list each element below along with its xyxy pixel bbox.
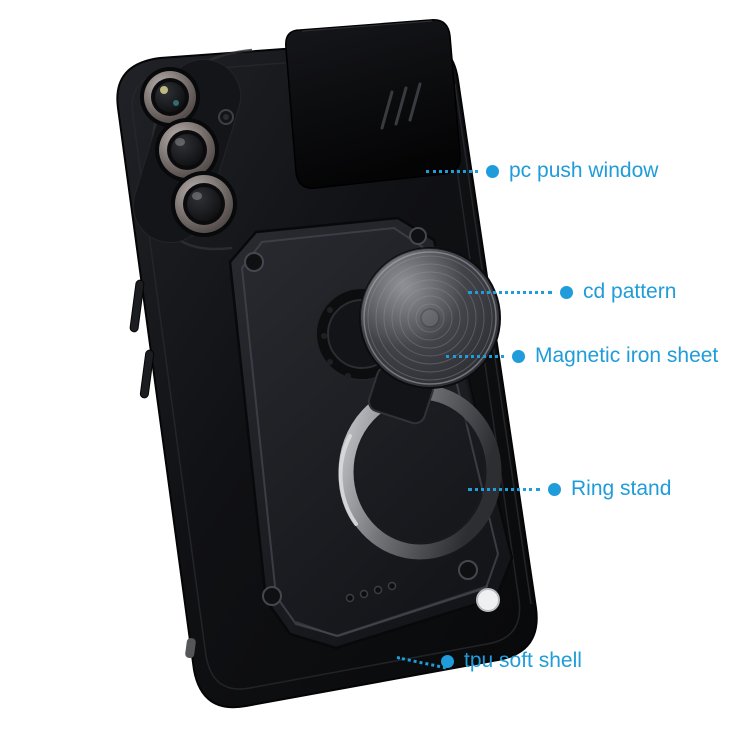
callout-ring-stand: Ring stand	[468, 476, 671, 502]
callout-dot	[548, 482, 561, 496]
callout-label: cd pattern	[583, 280, 677, 303]
camera-flash	[218, 109, 234, 125]
callout-pc-push-window: pc push window	[426, 158, 658, 184]
slide-cover	[285, 19, 461, 189]
camera-lens	[140, 67, 200, 127]
power-button	[139, 349, 155, 399]
callout-label: pc push window	[509, 159, 659, 182]
volume-button	[129, 279, 145, 333]
camera-module	[132, 58, 242, 244]
camera-lens	[171, 171, 237, 237]
callout-label: Ring stand	[571, 477, 672, 500]
case-hole	[476, 588, 500, 612]
callout-tpu-soft-shell: tpu soft shell	[441, 648, 582, 674]
vent-holes	[345, 581, 397, 603]
callout-dot	[512, 349, 525, 363]
screws	[244, 227, 478, 606]
cd-pattern-disc	[359, 247, 501, 389]
callout-cd-pattern: cd pattern	[468, 279, 676, 305]
port-notch	[185, 638, 196, 659]
callout-line	[468, 487, 540, 491]
callout-dot	[441, 654, 454, 668]
camera-lens	[155, 118, 219, 182]
callout-magnetic-iron-sheet: Magnetic iron sheet	[446, 343, 718, 369]
callout-line	[426, 169, 478, 173]
callout-line	[446, 354, 504, 358]
callout-label: Magnetic iron sheet	[535, 344, 719, 367]
cover-grip-grooves	[380, 82, 422, 130]
callout-dot	[486, 164, 499, 178]
callout-line	[468, 290, 552, 294]
callout-dot	[560, 285, 573, 299]
callout-label: tpu soft shell	[464, 649, 582, 672]
